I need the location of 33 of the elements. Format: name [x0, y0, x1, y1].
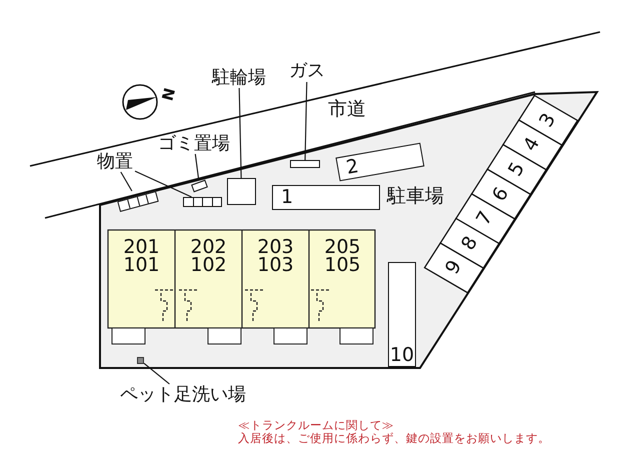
area-label: ペット足洗い場 — [118, 384, 248, 406]
compass-north-letter: N — [160, 86, 178, 102]
parking-space: 3 — [537, 109, 560, 132]
facility-box — [290, 160, 320, 168]
apartment-unit: 202 102 — [177, 236, 240, 276]
parking-space: 6 — [490, 183, 512, 206]
parking-space: 7 — [474, 208, 496, 230]
parking-space: 5 — [506, 158, 528, 180]
area-label: 駐輪場 — [204, 68, 274, 88]
facility-box — [137, 357, 144, 364]
area-label: ガス — [283, 60, 331, 82]
apartment-unit: 203 103 — [244, 236, 307, 276]
storage-shed — [183, 197, 222, 207]
parking-space: 8 — [458, 232, 481, 254]
leader-line — [144, 362, 170, 384]
parking-space: 10 — [388, 262, 416, 367]
parking-space: 1 — [272, 185, 380, 210]
apartment-unit: 205 105 — [311, 236, 374, 276]
leader-line — [134, 170, 192, 198]
leader-line — [194, 154, 200, 180]
leader-line — [120, 172, 132, 192]
note-heading: ≪トランクルームに関して≫ — [238, 420, 394, 432]
road-label: 市道 — [328, 100, 366, 119]
area-label: 物置 — [95, 152, 135, 172]
facility-box — [227, 178, 256, 205]
area-label: ゴミ置場 — [148, 134, 240, 154]
parking-label: 駐車場 — [387, 187, 444, 206]
leader-line — [238, 88, 242, 178]
note-text: 入居後は、ご使用に係わらず、鍵の設置をお願いします。 — [238, 433, 550, 444]
apartment-unit: 201 101 — [110, 236, 173, 276]
leader-line — [304, 82, 308, 160]
parking-space: 4 — [521, 134, 544, 156]
parking-space: 9 — [442, 256, 465, 279]
